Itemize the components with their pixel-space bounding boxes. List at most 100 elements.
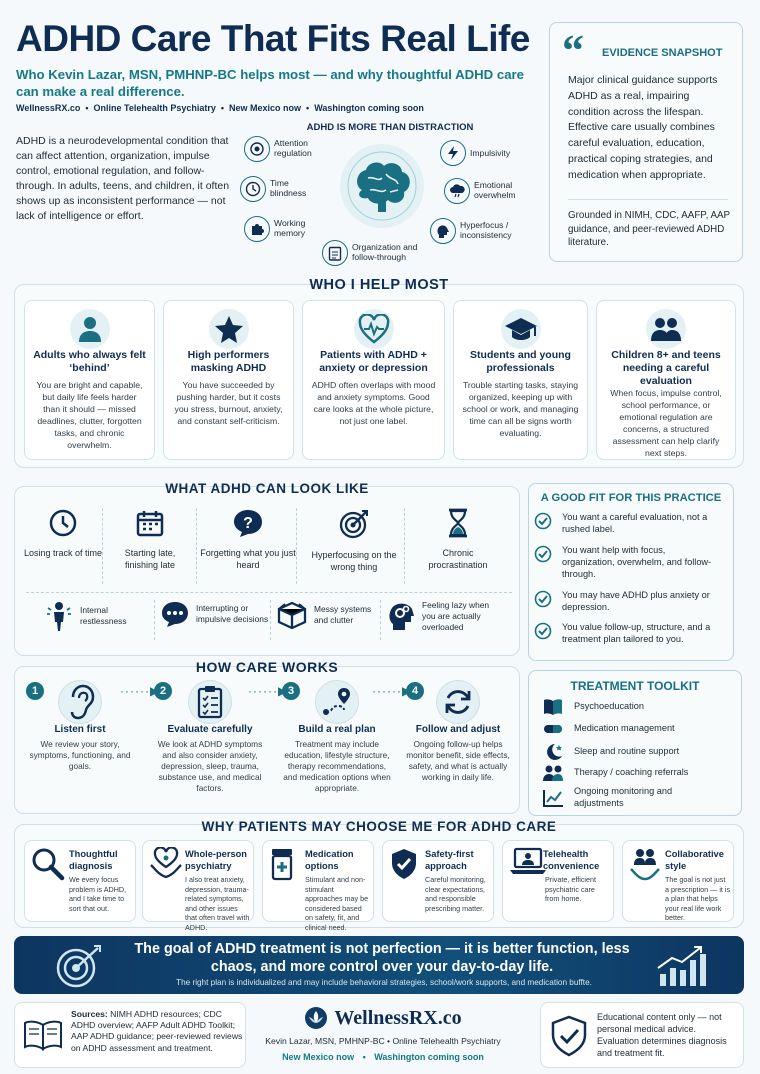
calendar-icon bbox=[135, 508, 165, 538]
why-card-title: Safety-first approach bbox=[425, 849, 474, 871]
brain-diagram: ADHD IS MORE THAN DISTRACTION Attention … bbox=[240, 118, 540, 278]
step-number: 1 bbox=[26, 682, 44, 700]
person-icon bbox=[75, 314, 105, 344]
who-card: Students and young professionals Trouble… bbox=[453, 300, 588, 460]
why-card: Safety-first approach Careful monitoring… bbox=[382, 840, 494, 922]
check-circle-icon bbox=[534, 590, 552, 608]
why-card-title: Telehealth convenience bbox=[543, 849, 600, 871]
step-number: 2 bbox=[154, 682, 172, 700]
box-icon bbox=[276, 600, 308, 630]
clock-icon bbox=[240, 176, 266, 202]
quote-icon: “ bbox=[562, 26, 584, 75]
brand-line: Kevin Lazar, MSN, PMHNP-BC • Online Tele… bbox=[265, 1036, 501, 1046]
who-card: Adults who always felt ‘behind’ You are … bbox=[24, 300, 155, 460]
why-card-title: Collaborative style bbox=[665, 849, 724, 871]
fit-item: You want help with focus, organization, … bbox=[534, 545, 728, 581]
why-card-body: The goal is not just a prescription — it… bbox=[665, 875, 731, 922]
clipboard-icon bbox=[322, 240, 348, 266]
why-card-body: We every focus problem is ADHD, and I ta… bbox=[69, 875, 127, 913]
who-card-body: You have succeeded by pushing harder, bu… bbox=[174, 380, 283, 426]
look-item: Chronic procrastination bbox=[412, 508, 504, 571]
step-body: Ongoing follow-up helps monitor benefit,… bbox=[406, 739, 510, 782]
toolkit-item: Sleep and routine support bbox=[542, 742, 738, 762]
evidence-footnote: Grounded in NIMH, CDC, AAFP, AAP guidanc… bbox=[568, 210, 730, 249]
look-item: ? Forgetting what you just heard bbox=[200, 508, 296, 571]
goal-banner: The goal of ADHD treatment is not perfec… bbox=[14, 936, 744, 994]
fit-item-text: You want help with focus, organization, … bbox=[562, 545, 712, 579]
divider bbox=[404, 508, 405, 584]
state-soon: Washington coming soon bbox=[374, 1052, 484, 1062]
head-gears-icon bbox=[386, 600, 416, 632]
step-arrow: ······▶ bbox=[248, 684, 289, 698]
diagram-impulsivity: Impulsivity bbox=[440, 140, 540, 166]
who-card-title: Patients with ADHD + anxiety or depressi… bbox=[319, 349, 428, 375]
chat-bubble-icon bbox=[160, 600, 190, 628]
banner-headline: The goal of ADHD treatment is not perfec… bbox=[134, 941, 630, 975]
who-card-body: You are bright and capable, but daily li… bbox=[36, 380, 143, 450]
fit-item: You value follow-up, structure, and a tr… bbox=[534, 622, 728, 646]
heart-hands-icon bbox=[149, 847, 183, 879]
head-icon bbox=[430, 218, 456, 244]
restless-person-icon bbox=[44, 600, 74, 632]
star-icon bbox=[214, 314, 244, 344]
why-title: WHY PATIENTS MAY CHOOSE ME FOR ADHD CARE bbox=[201, 819, 557, 834]
why-card: Thoughtful diagnosis We every focus prob… bbox=[24, 840, 136, 922]
route-icon bbox=[320, 686, 354, 718]
step-number: 4 bbox=[406, 682, 424, 700]
why-card: Collaborative style The goal is not just… bbox=[622, 840, 734, 922]
look-item: Starting late, finishing late bbox=[108, 508, 192, 571]
step-title: Evaluate carefully bbox=[167, 724, 253, 735]
step-body: Treatment may include education, lifesty… bbox=[283, 739, 391, 793]
pill-bottle-icon bbox=[269, 847, 295, 881]
ear-icon bbox=[65, 684, 95, 720]
header-meta: WellnessRX.co • Online Telehealth Psychi… bbox=[16, 103, 424, 113]
who-card-body: Trouble starting tasks, staying organize… bbox=[462, 380, 579, 438]
question-bubble-icon: ? bbox=[232, 508, 264, 538]
look-item-label: Internal restlessness bbox=[80, 605, 127, 626]
brand-name: WellnessRX.co bbox=[334, 1006, 462, 1029]
why-card: Medication options Stimulant and non-sti… bbox=[262, 840, 374, 932]
page-subtitle: Who Kevin Lazar, MSN, PMHNP-BC helps mos… bbox=[16, 67, 524, 100]
why-card-body: I also treat anxiety, depression, trauma… bbox=[185, 875, 250, 932]
who-card-body: ADHD often overlaps with mood and anxiet… bbox=[311, 380, 436, 426]
toolkit-item: Ongoing monitoring and adjustments bbox=[542, 786, 738, 809]
state-separator: • bbox=[362, 1052, 366, 1062]
refresh-icon bbox=[442, 686, 474, 718]
fit-item-text: You want a careful evaluation, not a rus… bbox=[562, 512, 708, 534]
diagram-attention: Attention regulation bbox=[244, 136, 334, 162]
puzzle-icon bbox=[244, 216, 270, 242]
divider bbox=[380, 600, 381, 640]
toolkit-item-label: Sleep and routine support bbox=[574, 746, 680, 757]
graduation-cap-icon bbox=[504, 315, 538, 343]
who-card-title: Students and young professionals bbox=[470, 349, 571, 375]
look-item-label: Forgetting what you just heard bbox=[200, 548, 296, 570]
look-item: Hyperfocusing on the wrong thing bbox=[302, 508, 406, 573]
brain-diagram-title: ADHD IS MORE THAN DISTRACTION bbox=[306, 122, 474, 133]
look-item: Feeling lazy when you are actually overl… bbox=[386, 600, 504, 633]
toolkit-item-label: Ongoing monitoring and adjustments bbox=[574, 786, 673, 808]
divider bbox=[196, 508, 197, 584]
step-title: Follow and adjust bbox=[415, 724, 501, 735]
toolkit-item-label: Psychoeducation bbox=[574, 701, 644, 712]
step-arrow: ······▶ bbox=[120, 684, 161, 698]
evidence-title: EVIDENCE SNAPSHOT bbox=[602, 47, 723, 59]
how-title: HOW CARE WORKS bbox=[195, 659, 339, 675]
toolkit-card: TREATMENT TOOLKIT bbox=[528, 670, 742, 816]
hourglass-icon bbox=[445, 508, 471, 538]
look-item-label: Chronic procrastination bbox=[428, 548, 488, 570]
magnifier-icon bbox=[31, 847, 65, 881]
look-title: WHAT ADHD CAN LOOK LIKE bbox=[165, 481, 369, 496]
toolkit-title: TREATMENT TOOLKIT bbox=[570, 679, 700, 693]
laptop-icon bbox=[509, 847, 547, 875]
divider bbox=[154, 600, 155, 640]
fit-item: You want a careful evaluation, not a rus… bbox=[534, 512, 728, 536]
diagram-emotional: Emotional overwhelm bbox=[444, 178, 544, 204]
check-circle-icon bbox=[534, 512, 552, 530]
state-now: New Mexico now bbox=[282, 1052, 355, 1062]
toolkit-item-label: Therapy / coaching referrals bbox=[574, 767, 689, 778]
look-section: WHAT ADHD CAN LOOK LIKE bbox=[14, 481, 520, 656]
step-title: Build a real plan bbox=[298, 724, 376, 735]
toolkit-item: Medication management bbox=[542, 720, 738, 738]
look-item-label: Interrupting or impulsive decisions bbox=[196, 603, 269, 624]
disclaimer-text: Educational content only — not personal … bbox=[597, 1012, 727, 1059]
